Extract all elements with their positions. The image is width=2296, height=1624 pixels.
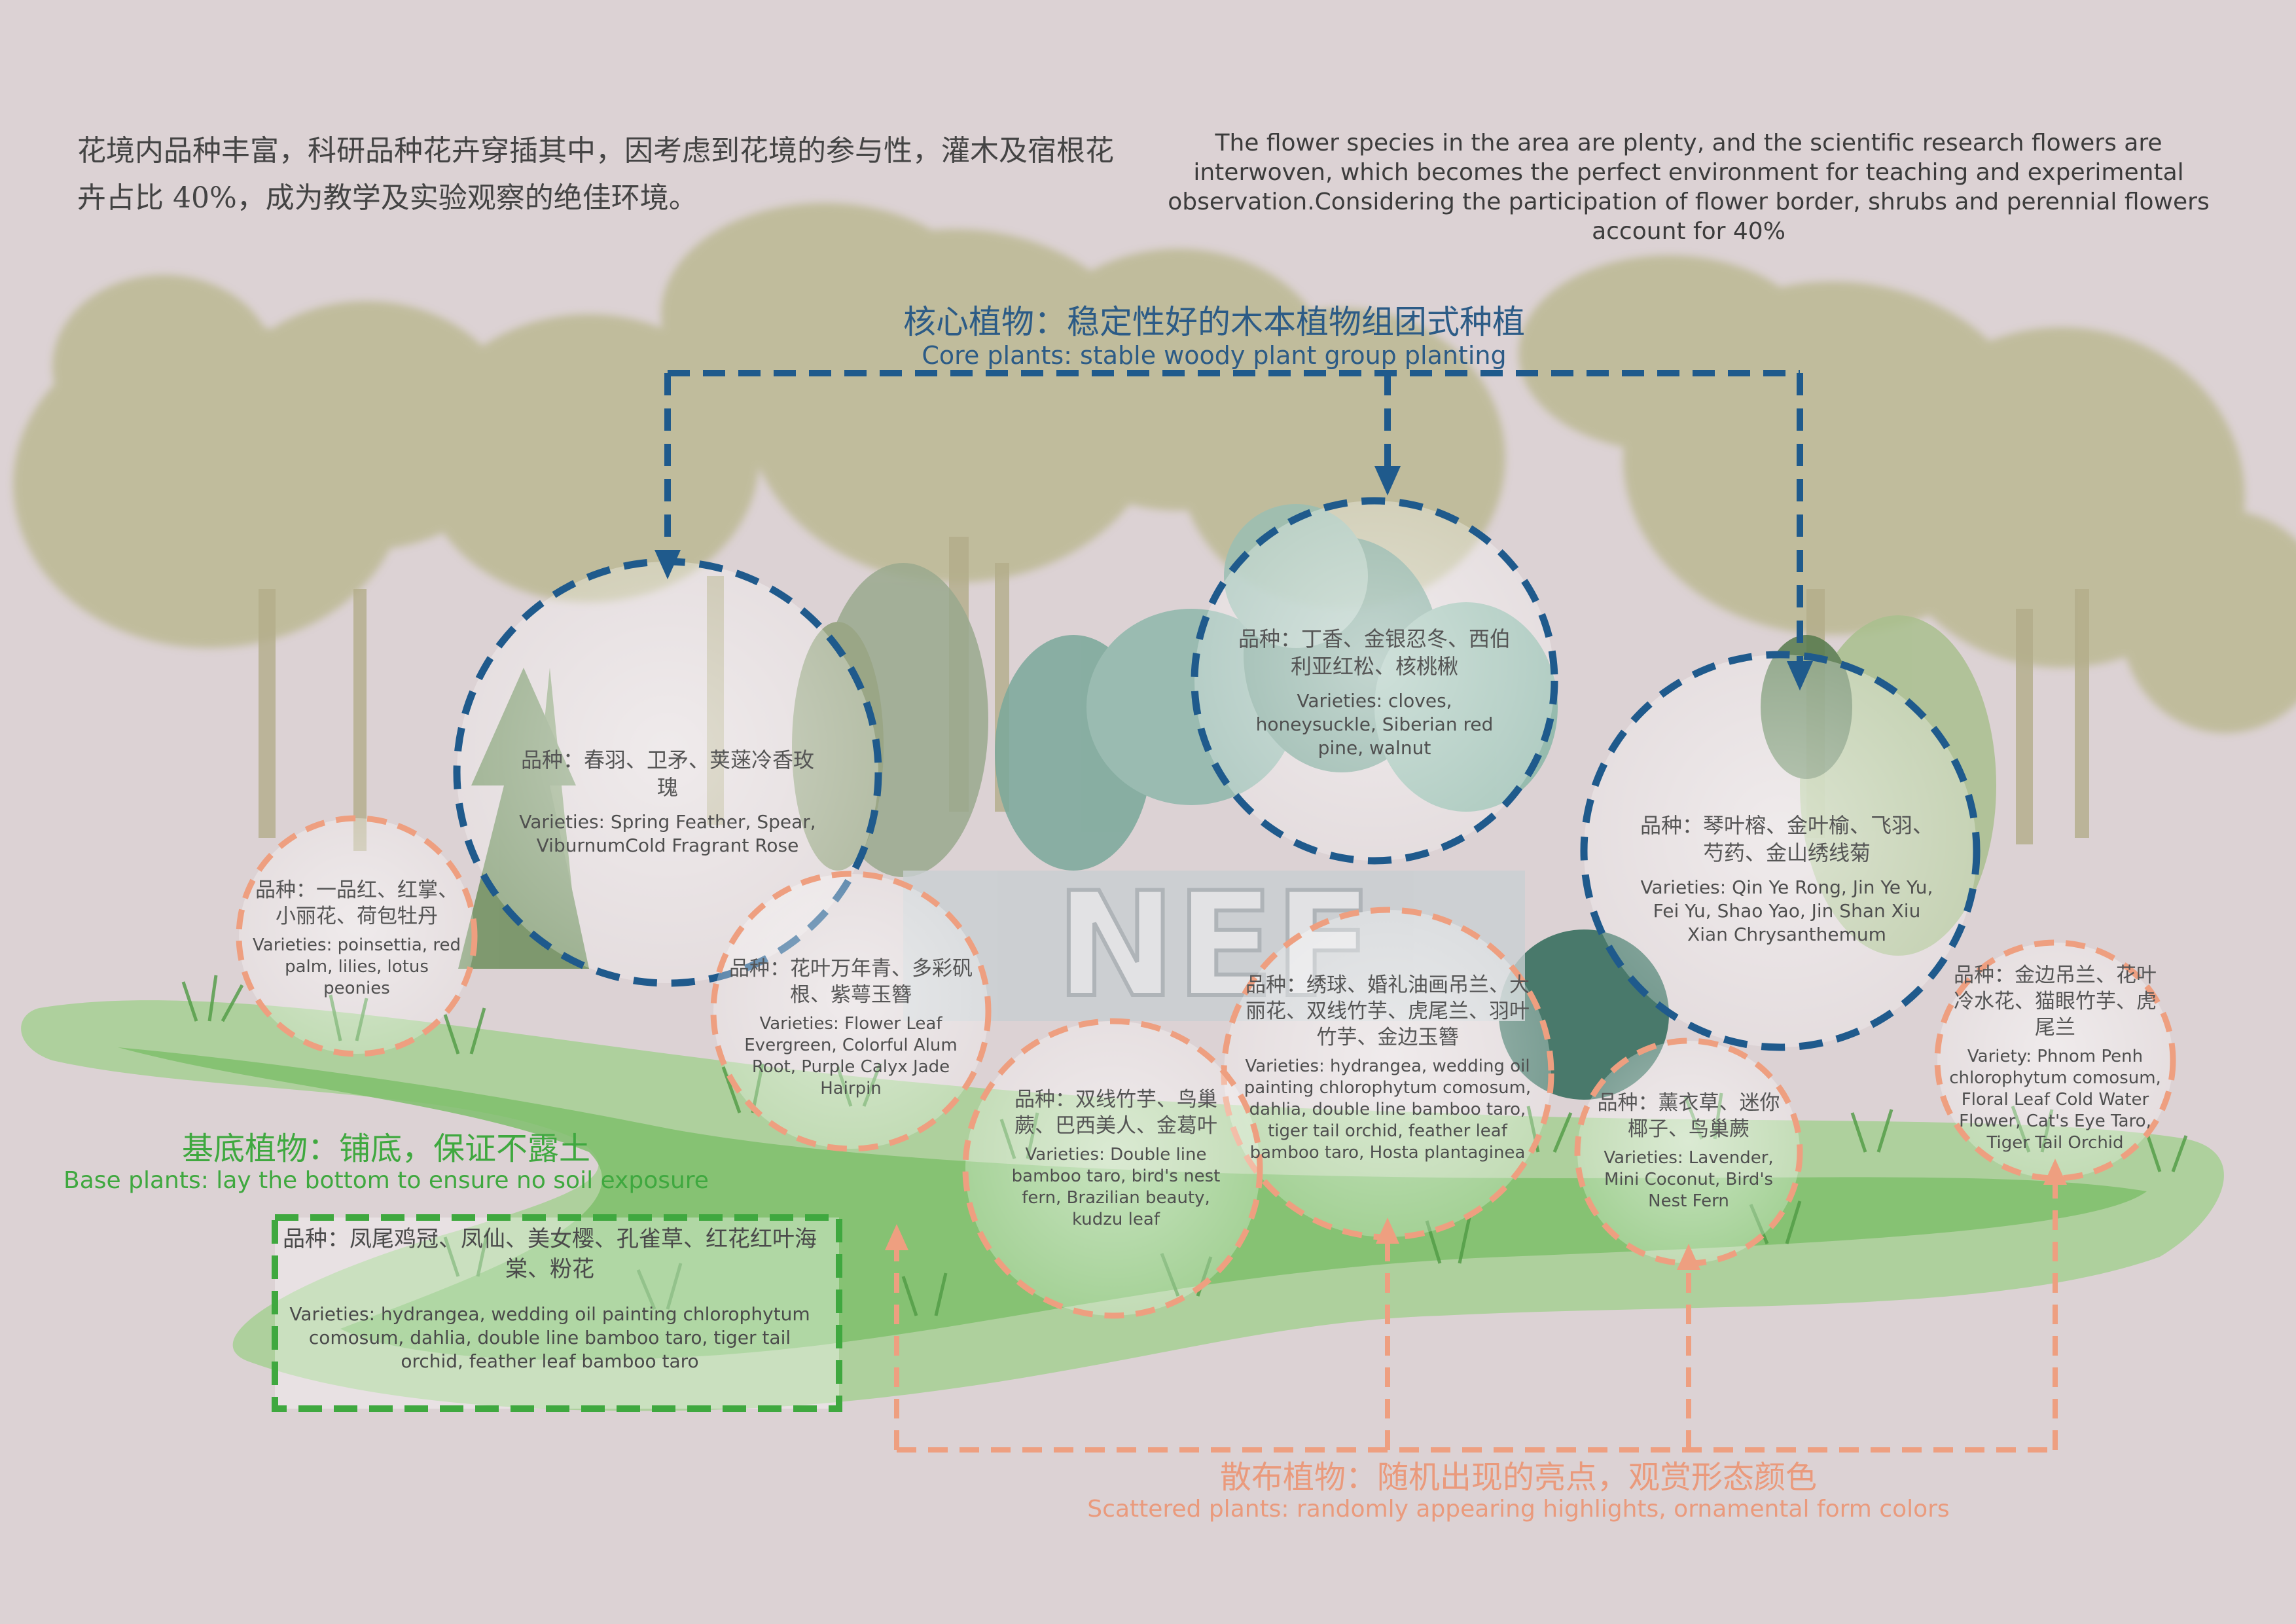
bubble-variety-en: Varieties: cloves, honeysuckle, Siberian… xyxy=(1255,690,1494,759)
bubble-variety-zh: 品种：花叶万年青、多彩矾根、紫萼玉簪 xyxy=(729,957,973,1007)
core-bubble-3-text: 品种：琴叶榕、金叶榆、飞羽、芍药、金山绣线菊 Varieties: Qin Ye… xyxy=(1636,812,1937,947)
base-plants-box xyxy=(272,1214,842,1412)
scatter-arrowheads xyxy=(885,1159,2067,1270)
bubble-variety-en: Variety: Phnom Penh chlorophytum comosum… xyxy=(1949,1047,2161,1153)
scatter-bubble-4-text: 品种：双线竹芋、鸟巢蕨、巴西美人、金葛叶 Varieties: Double l… xyxy=(995,1087,1237,1231)
bubble-variety-en: Varieties: Spring Feather, Spear, Viburn… xyxy=(519,811,816,856)
core-bubble-3 xyxy=(1580,651,1981,1051)
core-bubble-2-text: 品种：丁香、金银忍冬、西伯利亚红松、核桃楸 Varieties: cloves,… xyxy=(1234,625,1515,760)
scatter-bubbles xyxy=(236,815,2176,1319)
base-box-zh: 品种：凤尾鸡冠、凤仙、美女樱、孔雀草、红花红叶海棠、粉花 xyxy=(283,1226,817,1282)
core-connectors xyxy=(664,370,1803,668)
core-bubble-1-text: 品种：春羽、卫矛、荚蒾冷香玫瑰 Varieties: Spring Feathe… xyxy=(517,746,818,857)
bubble-variety-en: Varieties: Double line bamboo taro, bird… xyxy=(1011,1145,1221,1229)
scatter-bubble-4 xyxy=(962,1018,1263,1319)
scatter-title-zh: 散布植物：随机出现的亮点，观赏形态颜色 xyxy=(1219,1459,1817,1496)
bubble-variety-zh: 品种：春羽、卫矛、荚蒾冷香玫瑰 xyxy=(520,748,814,800)
scatter-bubble-2 xyxy=(710,871,992,1152)
bubble-variety-zh: 品种：薰衣草、迷你椰子、鸟巢蕨 xyxy=(1597,1091,1780,1141)
scatter-connectors xyxy=(894,1172,2058,1453)
core-title-zh: 核心植物：稳定性好的木本植物组团式种植 xyxy=(903,303,1525,341)
core-bubbles xyxy=(453,497,1981,1051)
bubble-variety-en: Varieties: Flower Leaf Evergreen, Colorf… xyxy=(744,1014,958,1098)
scatter-bubble-3-text: 品种：绣球、婚礼油画吊兰、大丽花、双线竹芋、虎尾兰、羽叶竹芋、金边玉簪 Vari… xyxy=(1240,972,1535,1164)
core-title-en: Core plants: stable woody plant group pl… xyxy=(922,341,1507,370)
base-title-en: Base plants: lay the bottom to ensure no… xyxy=(63,1167,709,1194)
intro-chinese: 花境内品种丰富，科研品种花卉穿插其中，因考虑到花境的参与性，灌木及宿根花卉占比 … xyxy=(77,134,1114,215)
bubble-variety-zh: 品种：双线竹芋、鸟巢蕨、巴西美人、金葛叶 xyxy=(1014,1088,1217,1138)
base-plants-title: 基底植物：铺底，保证不露土 Base plants: lay the botto… xyxy=(39,1130,733,1194)
scatter-bubble-1 xyxy=(236,815,478,1057)
bubble-variety-zh: 品种：金边吊兰、花叶冷水花、猫眼竹芋、虎尾兰 xyxy=(1954,964,2157,1039)
base-title-zh: 基底植物：铺底，保证不露土 xyxy=(181,1130,590,1167)
scatter-title-en: Scattered plants: randomly appearing hig… xyxy=(1087,1496,1950,1523)
scatter-bubble-6 xyxy=(1934,939,2176,1182)
bubble-variety-en: Varieties: poinsettia, red palm, lilies,… xyxy=(253,935,461,998)
bubble-variety-zh: 品种：丁香、金银忍冬、西伯利亚红松、核桃楸 xyxy=(1238,626,1511,679)
bubble-variety-en: Varieties: Qin Ye Rong, Jin Ye Yu, Fei Y… xyxy=(1640,876,1933,945)
bubble-variety-en: Varieties: Lavender, Mini Coconut, Bird'… xyxy=(1604,1148,1774,1211)
base-box-en: Varieties: hydrangea, wedding oil painti… xyxy=(289,1303,810,1372)
base-plants-varieties: 品种：凤尾鸡冠、凤仙、美女樱、孔雀草、红花红叶海棠、粉花 Varieties: … xyxy=(281,1224,818,1373)
bubble-variety-zh: 品种：一品红、红掌、小丽花、荷包牡丹 xyxy=(255,878,458,928)
scatter-plants-title: 散布植物：随机出现的亮点，观赏形态颜色 Scattered plants: ra… xyxy=(1021,1458,2016,1523)
bubble-variety-zh: 品种：琴叶榕、金叶榆、飞羽、芍药、金山绣线菊 xyxy=(1640,813,1933,865)
scatter-bubble-1-text: 品种：一品红、红掌、小丽花、荷包牡丹 Varieties: poinsettia… xyxy=(252,877,461,1000)
scatter-bubble-6-text: 品种：金边吊兰、花叶冷水花、猫眼竹芋、虎尾兰 Variety: Phnom Pe… xyxy=(1944,962,2166,1154)
bubble-variety-zh: 品种：绣球、婚礼油画吊兰、大丽花、双线竹芋、虎尾兰、羽叶竹芋、金边玉簪 xyxy=(1246,973,1530,1049)
scatter-bubble-2-text: 品种：花叶万年青、多彩矾根、紫萼玉簪 Varieties: Flower Lea… xyxy=(726,956,975,1100)
scatter-bubble-5-text: 品种：薰衣草、迷你椰子、鸟巢蕨 Varieties: Lavender, Min… xyxy=(1590,1090,1787,1212)
intro-english: The flower species in the area are plent… xyxy=(1168,130,2210,245)
core-plants-title: 核心植物：稳定性好的木本植物组团式种植 Core plants: stable … xyxy=(838,302,1590,369)
core-arrowheads xyxy=(655,466,1813,691)
bubble-variety-en: Varieties: hydrangea, wedding oil painti… xyxy=(1244,1056,1532,1163)
core-bubble-2 xyxy=(1191,497,1558,865)
